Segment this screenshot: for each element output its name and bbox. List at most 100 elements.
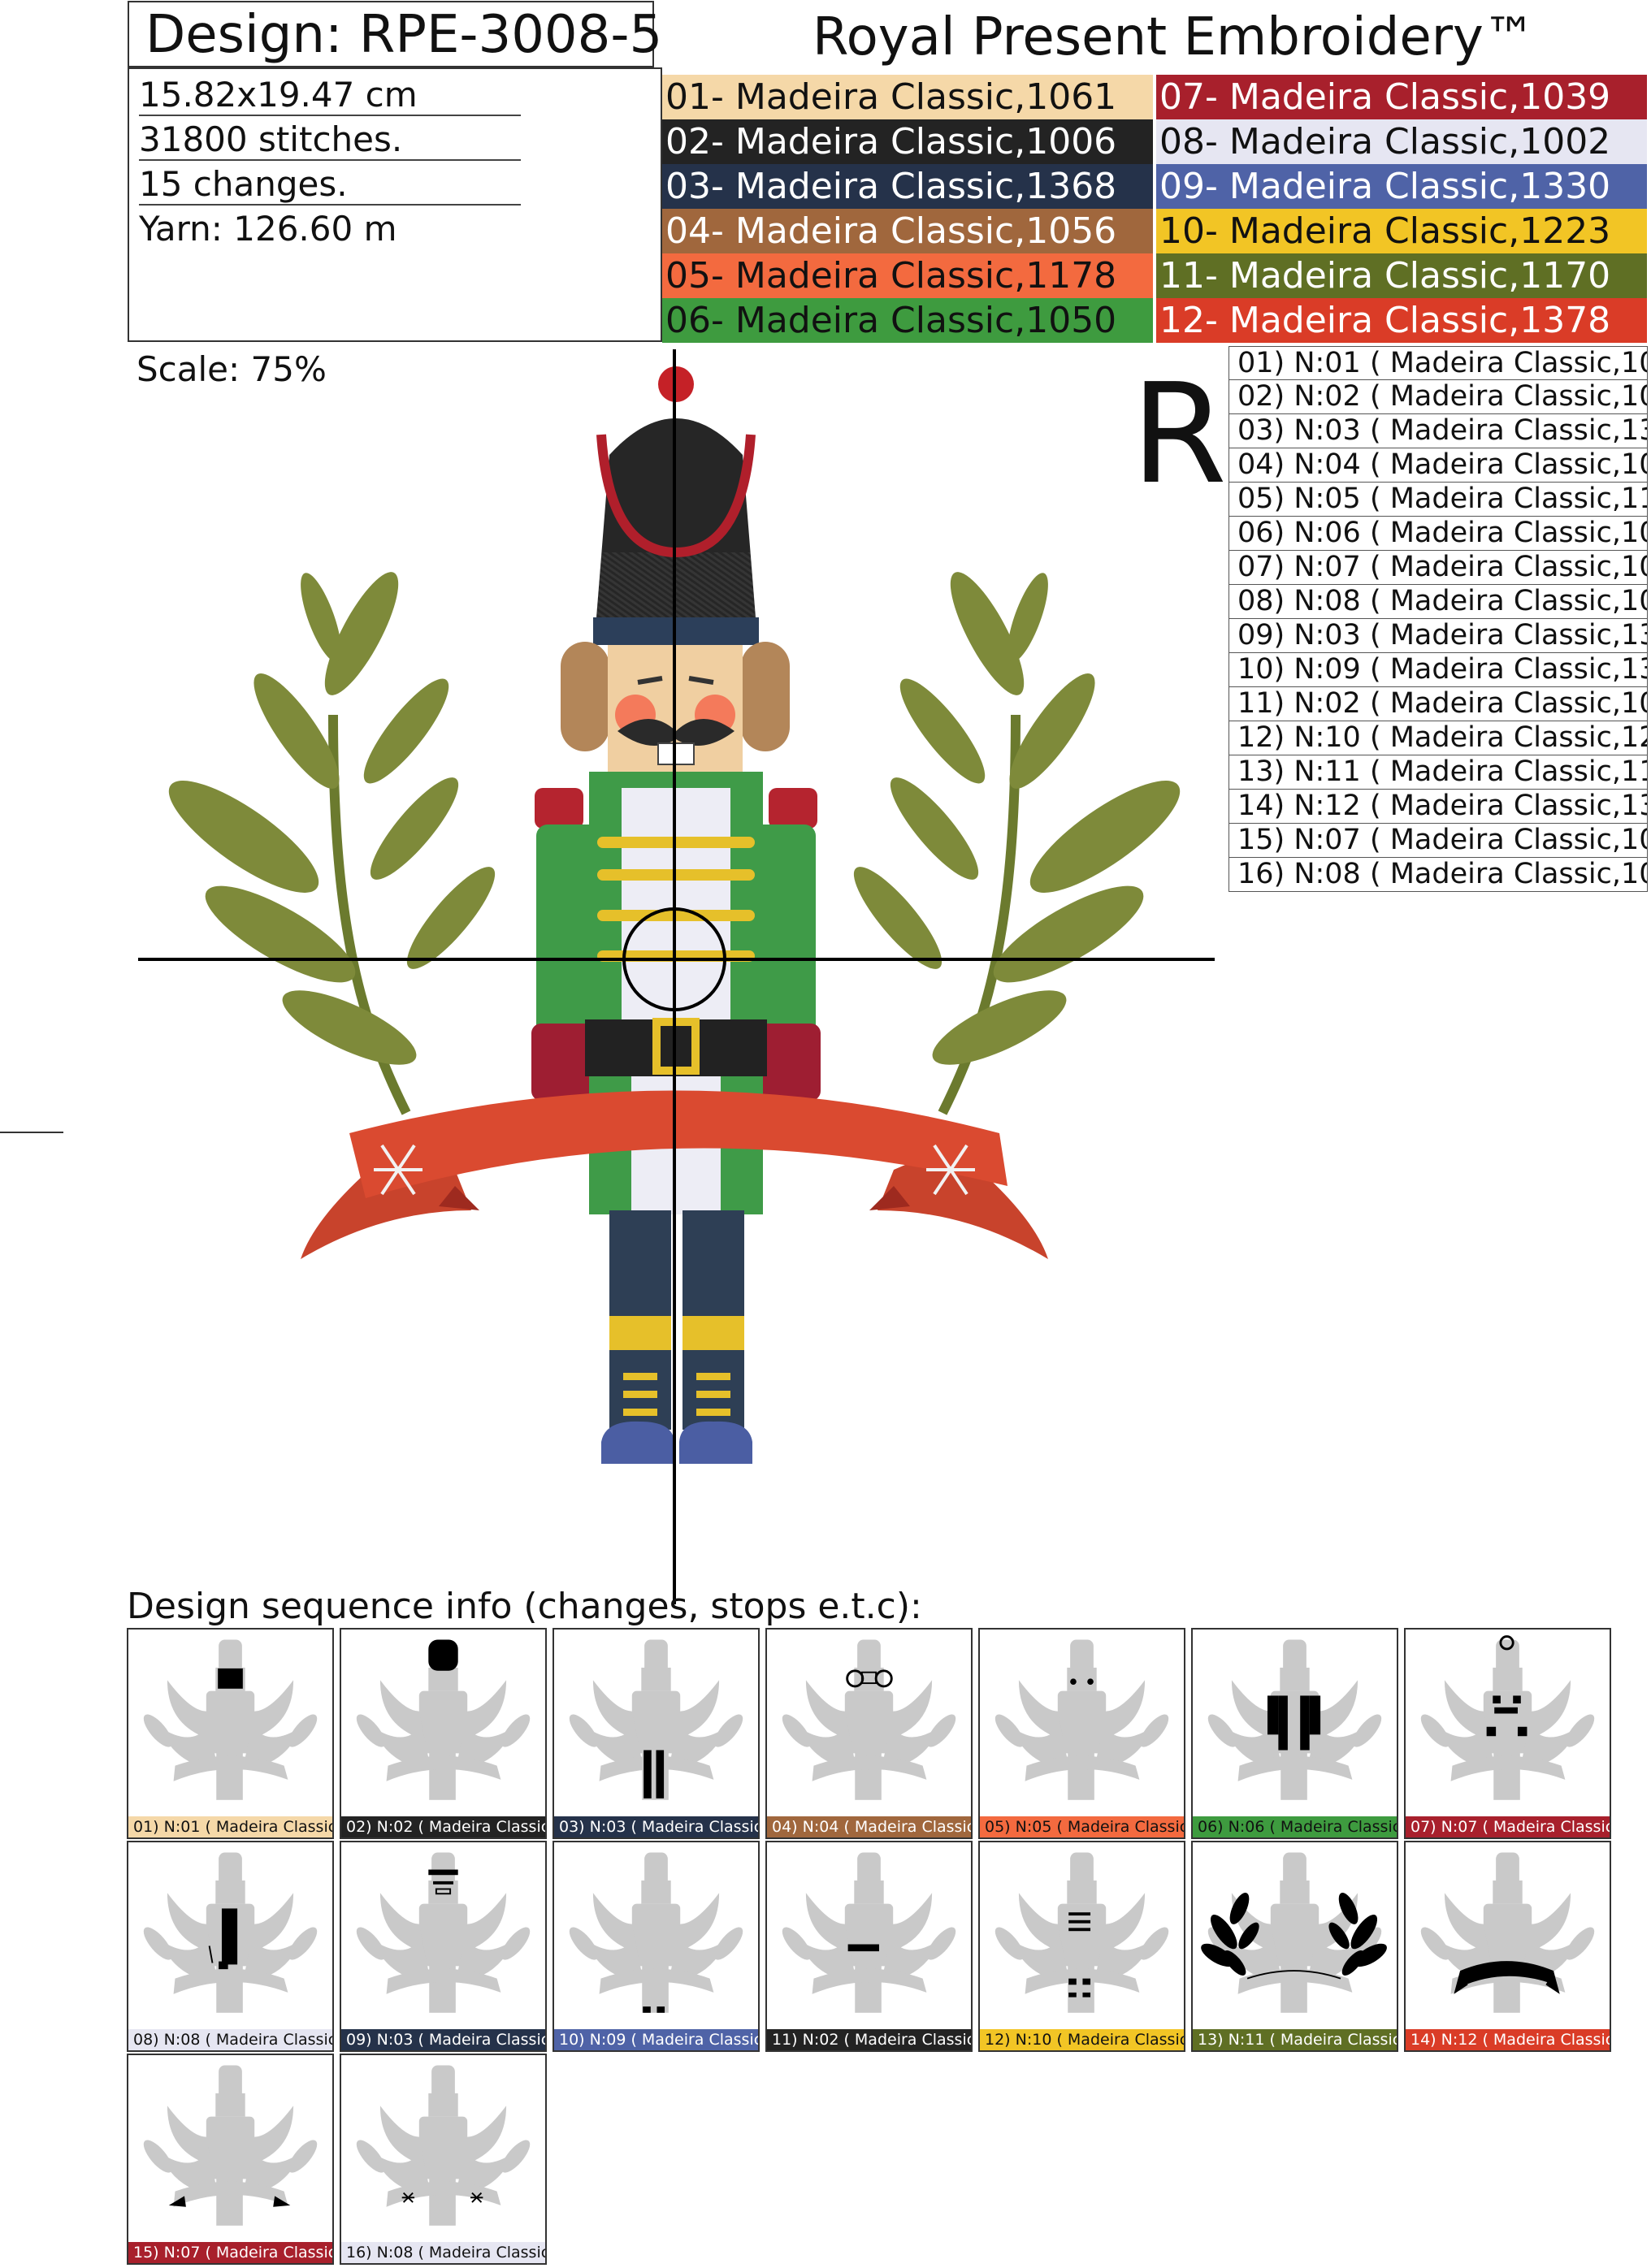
tile-label: 13) N:11 ( Madeira Classic,1 (1193, 2029, 1397, 2050)
sequence-tile: 09) N:03 ( Madeira Classic (340, 1841, 547, 2052)
sequence-tile: 05) N:05 ( Madeira Classic (978, 1628, 1185, 1839)
ribbon-banner (301, 1090, 1048, 1259)
spec-yarn: Yarn: 126.60 m (139, 209, 397, 249)
tile-highlight (168, 2196, 291, 2207)
tile-highlight (208, 1908, 238, 1970)
sequence-tile: 16) N:08 ( Madeira Classic, (340, 2054, 547, 2265)
palette-swatch: 12- Madeira Classic,1378 (1156, 298, 1647, 343)
tile-label: 11) N:02 ( Madeira Classic,1 (767, 2029, 971, 2050)
tile-highlight (1068, 1912, 1091, 1997)
tile-label: 09) N:03 ( Madeira Classic (341, 2029, 545, 2050)
thread-list-item: 14) N:12 ( Madeira Classic,1378) (1228, 790, 1648, 824)
palette-swatch: 06- Madeira Classic,1050 (662, 298, 1153, 343)
tile-label: 08) N:08 ( Madeira Classic (128, 2029, 332, 2050)
sequence-tile: 07) N:07 ( Madeira Classic (1404, 1628, 1611, 1839)
tile-silhouette (143, 2065, 318, 2226)
thread-list-item: 13) N:11 ( Madeira Classic,1170) (1228, 755, 1648, 790)
thread-list-item: 09) N:03 ( Madeira Classic,1368) (1228, 619, 1648, 653)
palette-swatch: 03- Madeira Classic,1368 (662, 164, 1153, 209)
sequence-title: Design sequence info (changes, stops e.t… (127, 1586, 922, 1627)
thread-list-item: 15) N:07 ( Madeira Classic,1039) (1228, 824, 1648, 858)
sequence-tile: 10) N:09 ( Madeira Classic, (552, 1841, 760, 2052)
tile-silhouette (782, 1852, 956, 2013)
tile-label: 15) N:07 ( Madeira Classic, (128, 2242, 332, 2263)
margin-tick (0, 1132, 63, 1133)
sequence-tile: 12) N:10 ( Madeira Classic,1 (978, 1841, 1185, 2052)
tile-silhouette (143, 1852, 318, 2013)
tile-highlight (1486, 1635, 1528, 1737)
snowflake-right (926, 1144, 975, 1196)
spec-changes: 15 changes. (139, 165, 521, 206)
tile-highlight (218, 1668, 243, 1689)
scale-label: Scale: 75% (136, 349, 327, 389)
palette-swatch: 09- Madeira Classic,1330 (1156, 164, 1647, 209)
tile-highlight (644, 1750, 665, 1798)
sequence-tile: 02) N:02 ( Madeira Classic (340, 1628, 547, 1839)
tile-silhouette (143, 1639, 318, 1800)
thread-list-item: 08) N:08 ( Madeira Classic,1002) (1228, 585, 1648, 619)
tile-silhouette (569, 1639, 743, 1800)
left-laurel-branch (168, 572, 496, 1115)
nutcracker-embroidery-illustration (138, 349, 1215, 1604)
tile-silhouette (1207, 1639, 1382, 1800)
tile-highlight (643, 2006, 665, 2013)
tile-highlight (428, 1869, 458, 1895)
tile-highlight (401, 2192, 483, 2203)
snowflake-left (374, 1144, 422, 1196)
thread-list-item: 05) N:05 ( Madeira Classic,1178) (1228, 483, 1648, 517)
right-laurel-branch (853, 572, 1181, 1115)
tile-silhouette (1420, 1635, 1595, 1800)
palette-swatch: 10- Madeira Classic,1223 (1156, 209, 1647, 253)
tile-label: 04) N:04 ( Madeira Classic (767, 1816, 971, 1837)
sequence-tile: 04) N:04 ( Madeira Classic (765, 1628, 973, 1839)
tile-silhouette (569, 1852, 743, 2013)
tile-label: 02) N:02 ( Madeira Classic (341, 1816, 545, 1837)
tile-highlight (847, 1944, 879, 1952)
sequence-tile: 06) N:06 ( Madeira Classic (1191, 1628, 1398, 1839)
sequence-tile: 15) N:07 ( Madeira Classic, (127, 2054, 334, 2265)
thread-list-item: 16) N:08 ( Madeira Classic,1002) (1228, 858, 1648, 892)
sequence-tile: 01) N:01 ( Madeira Classic,1 (127, 1628, 334, 1839)
thread-list-item: 01) N:01 ( Madeira Classic,1061) (1228, 346, 1648, 380)
thread-list-item: 06) N:06 ( Madeira Classic,1050) (1228, 517, 1648, 551)
thread-list-item: 07) N:07 ( Madeira Classic,1039) (1228, 551, 1648, 585)
palette-swatch: 04- Madeira Classic,1056 (662, 209, 1153, 253)
thread-list-item: 10) N:09 ( Madeira Classic,1330) (1228, 653, 1648, 687)
palette-swatch: 07- Madeira Classic,1039 (1156, 75, 1647, 119)
tile-highlight (1070, 1678, 1094, 1686)
spec-stitches: 31800 stitches. (139, 120, 521, 161)
tile-label: 03) N:03 ( Madeira Classic (554, 1816, 758, 1837)
thread-list-item: 12) N:10 ( Madeira Classic,1223) (1228, 721, 1648, 755)
tile-label: 10) N:09 ( Madeira Classic, (554, 2029, 758, 2050)
orientation-mark: R (1131, 354, 1228, 515)
tile-highlight (1201, 1892, 1387, 1980)
spec-size: 15.82x19.47 cm (139, 76, 521, 116)
sequence-tile: 14) N:12 ( Madeira Classic,1 (1404, 1841, 1611, 2052)
tile-silhouette (356, 2065, 531, 2226)
tile-silhouette (994, 1852, 1169, 2013)
tile-label: 14) N:12 ( Madeira Classic,1 (1406, 2029, 1610, 2050)
center-crosshair (138, 349, 1215, 1604)
tile-label: 07) N:07 ( Madeira Classic (1406, 1816, 1610, 1837)
tile-label: 06) N:06 ( Madeira Classic (1193, 1816, 1397, 1837)
tile-silhouette (1201, 1852, 1387, 2013)
specs-panel: 15.82x19.47 cm 31800 stitches. 15 change… (128, 67, 662, 342)
thread-list-item: 03) N:03 ( Madeira Classic,1368) (1228, 414, 1648, 448)
sequence-tile: 13) N:11 ( Madeira Classic,1 (1191, 1841, 1398, 2052)
palette-swatch: 01- Madeira Classic,1061 (662, 75, 1153, 119)
tile-label: 16) N:08 ( Madeira Classic, (341, 2242, 545, 2263)
tile-silhouette (356, 1639, 531, 1800)
tile-label: 12) N:10 ( Madeira Classic,1 (980, 2029, 1184, 2050)
design-id-box: Design: RPE-3008-5 (128, 1, 662, 67)
tile-silhouette (1420, 1852, 1595, 2013)
tile-silhouette (994, 1639, 1169, 1800)
thread-sequence-list: 01) N:01 ( Madeira Classic,1061)02) N:02… (1228, 346, 1648, 892)
sequence-tile: 03) N:03 ( Madeira Classic (552, 1628, 760, 1839)
tile-highlight (846, 1669, 893, 1688)
thread-list-item: 02) N:02 ( Madeira Classic,1006) (1228, 380, 1648, 414)
sequence-tile: 11) N:02 ( Madeira Classic,1 (765, 1841, 973, 2052)
sequence-tile: 08) N:08 ( Madeira Classic (127, 1841, 334, 2052)
thread-list-item: 04) N:04 ( Madeira Classic,1056) (1228, 448, 1648, 483)
tile-label: 05) N:05 ( Madeira Classic (980, 1816, 1184, 1837)
